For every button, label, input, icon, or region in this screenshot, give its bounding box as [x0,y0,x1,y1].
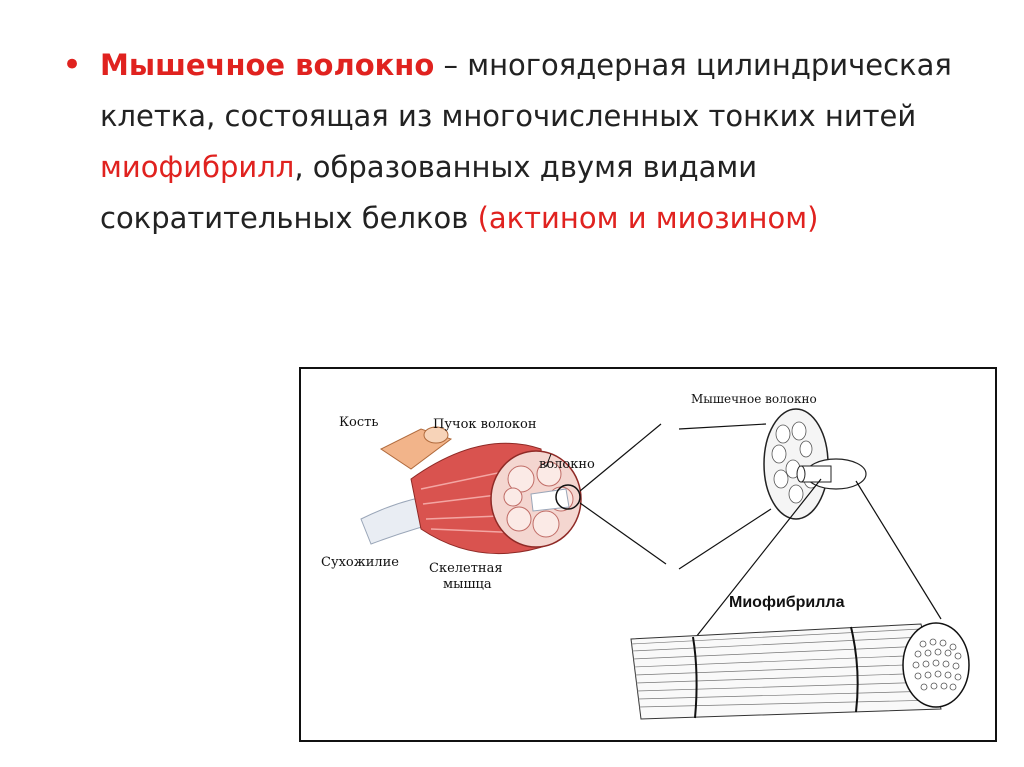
bone-shape [380,426,453,470]
term-myofibril: миофибрилл [100,150,295,184]
muscle-diagram [360,408,970,720]
muscle-fiber-drawing [763,408,867,520]
label-fiber: волокно [539,457,595,472]
muscle-structure-figure: Кость Пучок волокон волокно Сухожилие Ск… [299,367,997,742]
label-fiber-bundle: Пучок волокон [433,417,537,432]
label-muscle-fiber: Мышечное волокно [691,392,817,406]
bullet-point: • [62,45,83,85]
definition-part1: – многоядерная цилиндрическая клетка, со… [100,48,952,133]
label-skeletal-muscle-2: мышца [443,577,492,592]
zoom-circle [555,484,581,510]
term-muscle-fiber: Мышечное волокно [100,48,435,82]
label-myofibril: Миофибрилла [729,594,845,611]
term-proteins: (актином и миозином) [477,201,819,235]
label-tendon: Сухожилие [321,555,399,570]
definition-paragraph: Мышечное волокно – многоядерная цилиндри… [100,40,1000,244]
myofibril-drawing [630,622,970,720]
fiber-bundle-cross-section [490,450,582,548]
label-skeletal-muscle-1: Скелетная [429,561,503,576]
definition-part2: , образованных двумя видами сократительн… [100,150,758,235]
label-bone: Кость [339,415,379,430]
